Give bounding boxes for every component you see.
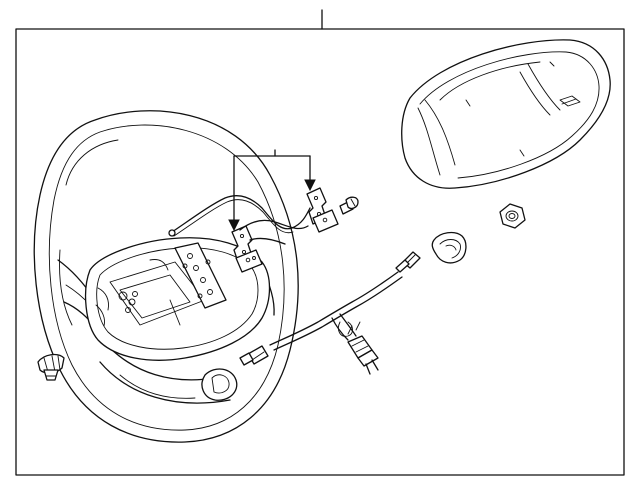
- push-pin-clip: [37, 353, 65, 381]
- horn-switch-right: [306, 187, 339, 233]
- harness-connector-upper: [395, 251, 421, 273]
- horn-switch-callout: [228, 149, 316, 232]
- hex-nut: [499, 203, 526, 229]
- horn-switch-left: [231, 225, 263, 273]
- horn-wire: [168, 194, 311, 245]
- harness-connector-lower: [239, 345, 269, 366]
- diagram-frame: [15, 28, 625, 476]
- switch-cap: [431, 231, 467, 264]
- wiring-harness: [239, 251, 421, 375]
- harness-connector-plug: [347, 321, 379, 375]
- retaining-screw: [339, 196, 359, 215]
- steering-wheel: [33, 110, 299, 443]
- airbag-module: [401, 39, 611, 189]
